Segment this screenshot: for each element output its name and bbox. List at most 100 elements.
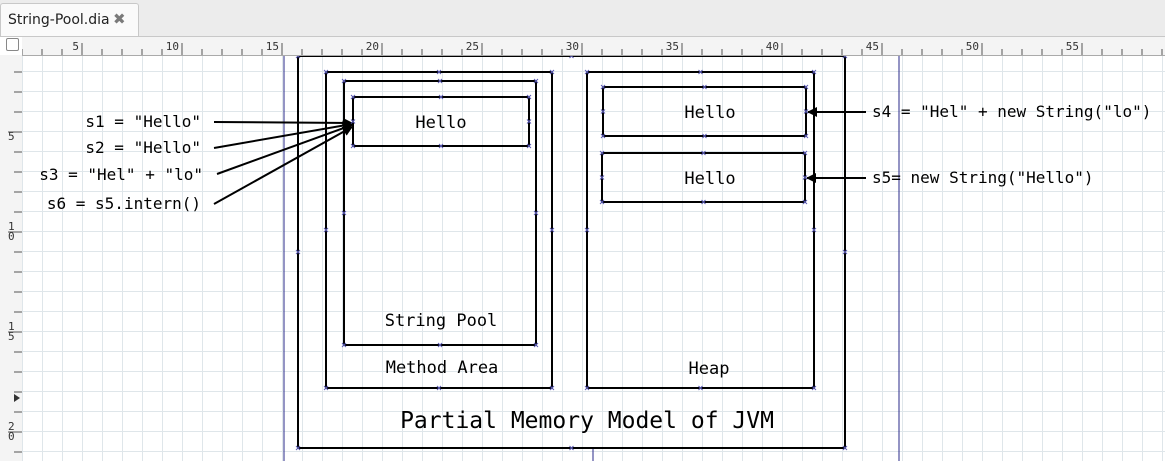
string-pool-label: String Pool	[385, 311, 498, 331]
connection-point	[295, 56, 301, 59]
ref-label-s6: s6 = s5.intern()	[47, 194, 201, 213]
tab-string-pool[interactable]: String-Pool.dia ✖	[0, 3, 139, 36]
ruler-label: 20	[366, 40, 379, 53]
connection-point	[533, 210, 539, 216]
connection-point	[698, 385, 703, 391]
ref-label-s2: s2 = "Hello"	[85, 138, 201, 157]
ref-label-s4: s4 = "Hel" + new String("lo")	[872, 102, 1151, 121]
connection-point	[350, 143, 356, 149]
close-icon[interactable]: ✖	[113, 10, 126, 28]
connection-point	[811, 227, 817, 233]
connection-point	[600, 109, 606, 114]
ref-label-s1: s1 = "Hello"	[85, 112, 201, 131]
connection-point	[702, 133, 707, 139]
ruler-label: 30	[566, 40, 579, 53]
ruler-label: 35	[666, 40, 679, 53]
connection-point	[438, 94, 444, 100]
connection-point	[438, 143, 444, 149]
connection-point	[584, 69, 590, 75]
ref-label-s3: s3 = "Hel" + "lo"	[39, 165, 203, 184]
connection-point	[702, 84, 707, 90]
ruler-label: 1	[8, 220, 15, 233]
arrow-s1[interactable]	[213, 117, 353, 128]
ruler-label: 5	[8, 130, 15, 143]
connection-point	[802, 199, 808, 205]
ruler-corner-toggle[interactable]	[6, 38, 19, 51]
ruler-label: 40	[766, 40, 779, 53]
ruler-label: 10	[166, 40, 179, 53]
arrow-s3[interactable]	[216, 123, 353, 175]
connection-point	[549, 69, 555, 75]
jvm-memory-box[interactable]	[297, 56, 846, 449]
connection-point	[803, 84, 809, 90]
connection-point	[569, 56, 574, 59]
diagram-canvas[interactable]: Hello Hello Hello String Pool Method Are…	[22, 56, 1165, 461]
horizontal-ruler-ticks: 5 10 15 20 25 30 35 40 45 50 55	[21, 40, 1163, 55]
ruler-label: 0	[8, 230, 15, 243]
connection-point	[811, 385, 817, 391]
connection-point	[295, 445, 301, 451]
connection-point	[803, 109, 809, 114]
connection-point	[569, 445, 574, 451]
connection-point	[584, 385, 590, 391]
connection-point	[437, 78, 443, 84]
ruler-label: 45	[866, 40, 879, 53]
connection-point	[802, 150, 808, 156]
connection-point	[599, 175, 605, 180]
connection-point	[599, 150, 605, 156]
arrow-s6[interactable]	[213, 126, 353, 205]
connection-points	[295, 56, 848, 451]
connection-point	[295, 249, 301, 255]
arrow-s2[interactable]	[213, 120, 353, 149]
connection-point	[323, 227, 329, 233]
connection-point	[802, 175, 808, 180]
ruler-label: 50	[966, 40, 979, 53]
pool-hello-label: Hello	[415, 113, 466, 133]
ruler-label: 1	[8, 320, 15, 333]
connection-point	[701, 199, 706, 205]
connection-point	[437, 342, 443, 348]
connection-point	[533, 78, 539, 84]
ruler-label: 0	[8, 430, 15, 443]
diagram-title: Partial Memory Model of JVM	[400, 408, 774, 434]
connection-point	[842, 445, 848, 451]
connection-point	[350, 119, 356, 124]
connection-point	[341, 78, 347, 84]
connection-point	[600, 84, 606, 90]
connection-point	[803, 133, 809, 139]
connection-point	[549, 227, 555, 233]
ruler-label: 55	[1066, 40, 1079, 53]
ruler-label: 15	[266, 40, 279, 53]
connection-point	[811, 69, 817, 75]
connection-point	[526, 94, 532, 100]
connection-point	[701, 150, 706, 156]
connection-point	[436, 385, 442, 391]
ruler-label: 5	[8, 330, 15, 343]
connection-point	[584, 227, 590, 233]
connection-point	[323, 385, 329, 391]
ruler-label: 2	[8, 420, 15, 433]
heap-object-1-label: Hello	[684, 103, 735, 123]
connection-point	[341, 210, 347, 216]
connection-point	[549, 385, 555, 391]
heap-object-2-label: Hello	[684, 169, 735, 189]
connection-point	[526, 143, 532, 149]
diagram-svg: Hello Hello Hello String Pool Method Are…	[39, 56, 1151, 461]
ruler-label: 25	[466, 40, 479, 53]
connection-point	[323, 69, 329, 75]
connection-point	[436, 69, 442, 75]
connection-point	[600, 133, 606, 139]
connection-point	[533, 342, 539, 348]
connection-point	[526, 119, 532, 124]
ruler-label: 5	[72, 40, 79, 53]
ref-label-s5: s5= new String("Hello")	[872, 168, 1094, 187]
connection-point	[842, 56, 848, 59]
connection-point	[842, 249, 848, 255]
heap-label: Heap	[689, 359, 730, 379]
horizontal-ruler: 5 10 15 20 25 30 35 40 45 50 55	[21, 37, 1165, 56]
connection-point	[599, 199, 605, 205]
ruler-position-marker	[14, 394, 20, 402]
connection-point	[698, 69, 703, 75]
